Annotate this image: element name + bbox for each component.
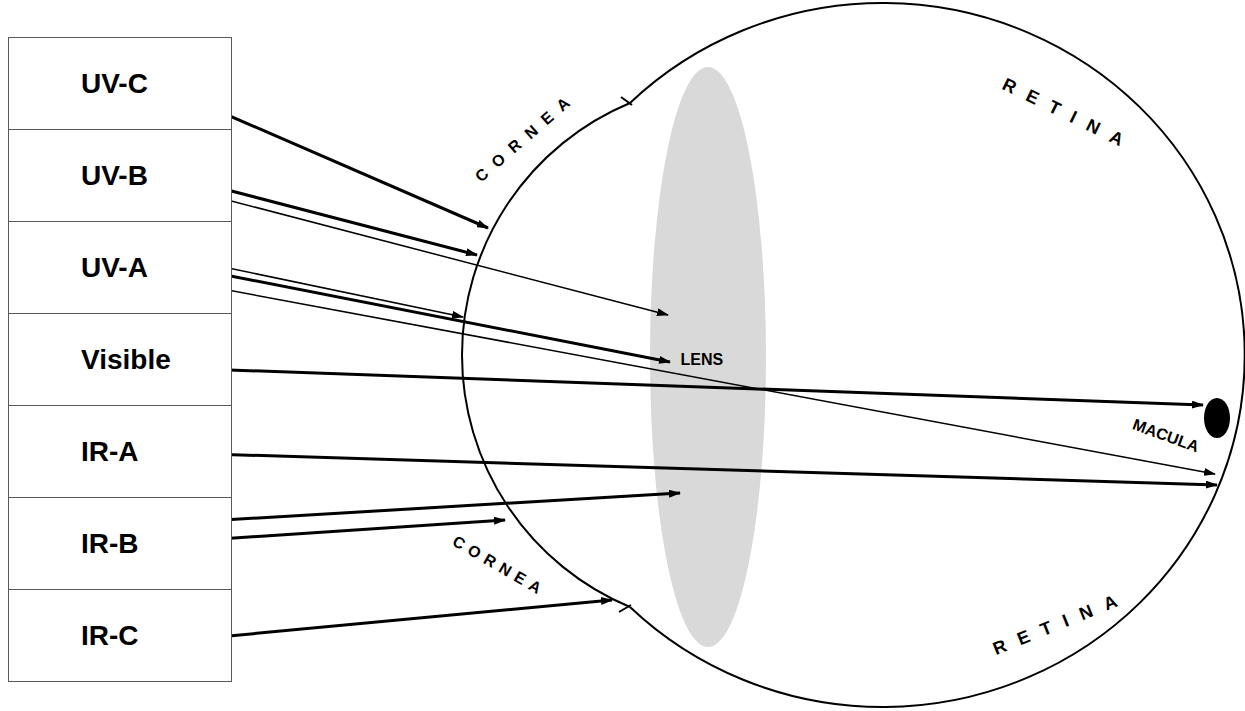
retina-label: RETINA	[978, 587, 1131, 663]
band-name: Visible	[81, 346, 171, 374]
band-name: IR-B	[81, 530, 139, 558]
spectrum-band-box: UV-B	[8, 129, 232, 222]
visible-arrow	[176, 368, 1203, 405]
uvb-arrow	[197, 192, 668, 315]
spectrum-band-box: UV-A	[8, 221, 232, 314]
retina-label: RETINA	[988, 69, 1138, 154]
ira-arrow	[178, 453, 1217, 485]
uva-arrow	[190, 268, 670, 362]
spectrum-band-box: IR-B	[8, 497, 232, 590]
spectrum-band-box: Visible	[8, 313, 232, 406]
band-name: IR-A	[81, 438, 139, 466]
band-name: UV-C	[81, 70, 148, 98]
uvb-arrow	[197, 182, 477, 255]
band-name: IR-C	[81, 622, 139, 650]
cornea-label: CORNEA	[444, 530, 548, 600]
eyeball-outline	[630, 3, 1245, 707]
macula-label: MACULA	[1130, 417, 1201, 456]
uva-arrow	[190, 283, 1215, 474]
band-name: UV-B	[81, 162, 148, 190]
radiation-arrows	[170, 90, 1217, 640]
lens-shape	[650, 67, 766, 647]
cornea-notch	[621, 97, 632, 105]
macula-spot	[1204, 398, 1230, 438]
spectrum-band-box: UV-C	[8, 37, 232, 130]
cornea-notch	[619, 605, 631, 612]
spectrum-band-box: IR-A	[8, 405, 232, 498]
irc-arrow	[186, 600, 612, 640]
cornea-label: CORNEA	[464, 88, 580, 191]
band-name: UV-A	[81, 254, 148, 282]
spectrum-band-box: IR-C	[8, 589, 232, 682]
irb-arrow	[190, 493, 680, 522]
lens-label: LENS	[681, 352, 724, 368]
